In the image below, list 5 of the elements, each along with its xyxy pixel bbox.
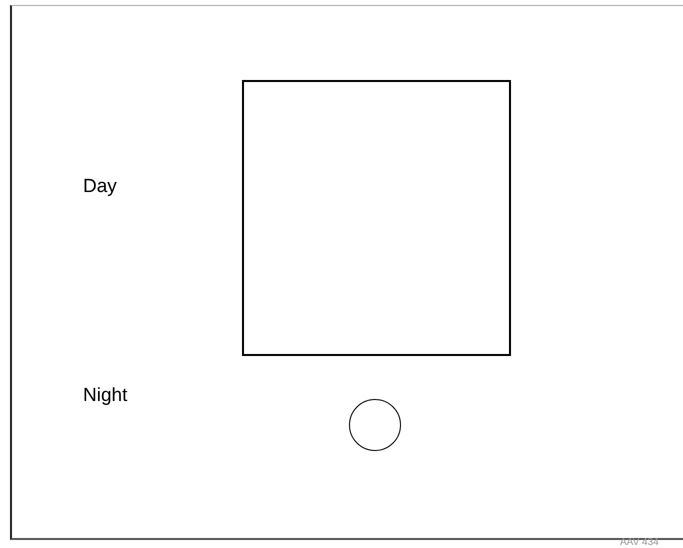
square-box bbox=[242, 80, 511, 356]
row-label: Day bbox=[83, 176, 117, 198]
row-label: Night bbox=[83, 385, 128, 407]
figure-id: AAV 434 bbox=[620, 537, 659, 548]
circle bbox=[349, 399, 401, 451]
